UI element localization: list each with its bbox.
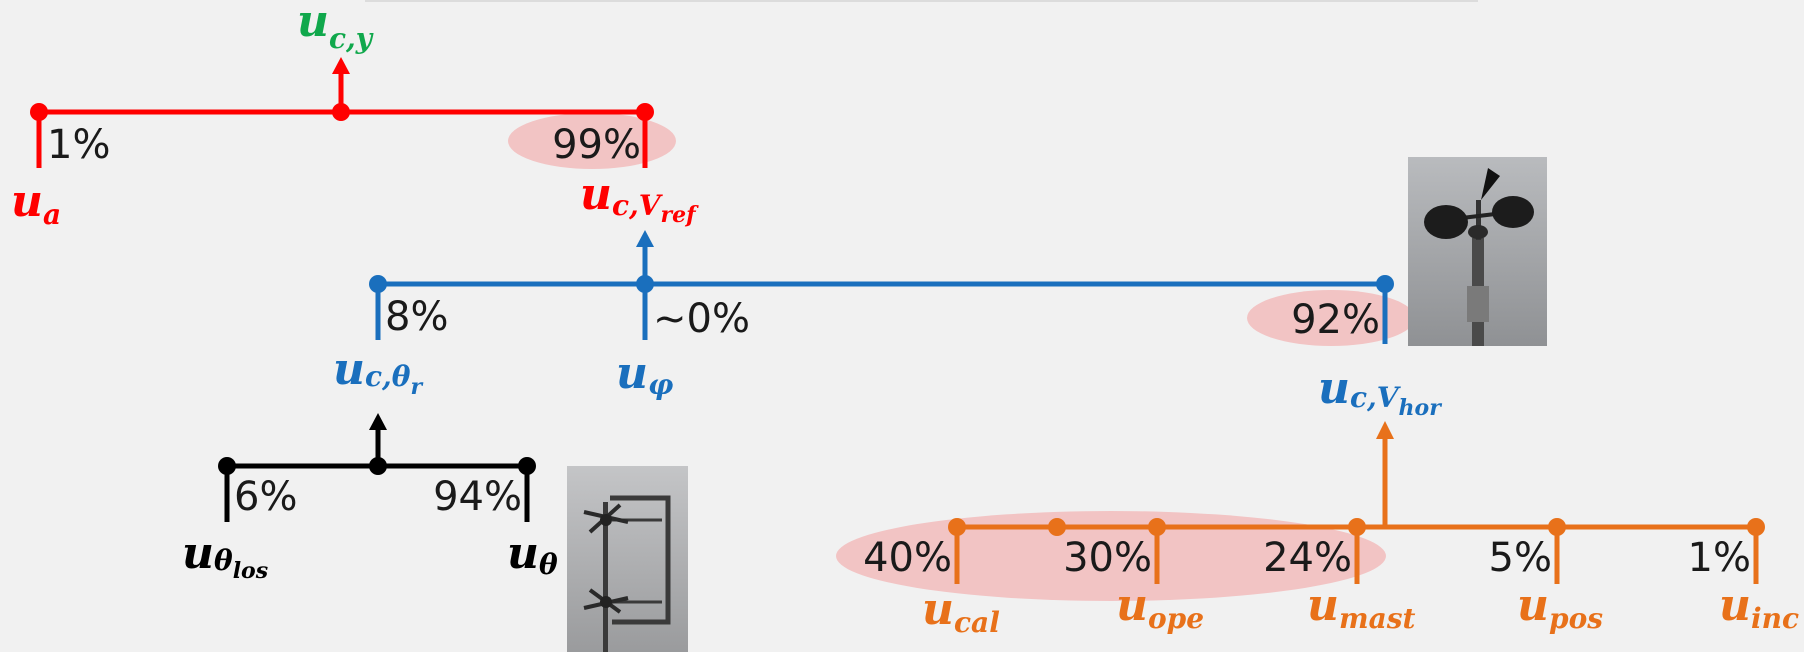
speed-percent-1: 40%: [863, 535, 952, 581]
anemometer-housing: [1467, 286, 1489, 322]
middle-node-3: [1376, 275, 1394, 293]
symbol-u-c-theta-r: uc,θr: [333, 344, 423, 400]
top-node-2: [636, 103, 654, 121]
cup-anemometer-photo: [1408, 157, 1547, 346]
symbol-u-inc: uinc: [1719, 580, 1799, 635]
direction-node-2: [518, 457, 536, 475]
speed-node-2: [1148, 518, 1166, 536]
highlight-speed-group: [836, 511, 1386, 601]
speed-arrow-head: [1376, 421, 1394, 439]
vane-mast: [603, 502, 608, 652]
middle-node-1: [369, 275, 387, 293]
highlight-top-99: [508, 113, 676, 169]
symbol-u-a: ua: [11, 176, 61, 231]
symbol-u-mast: umast: [1307, 580, 1416, 635]
top-node-1: [30, 103, 48, 121]
symbol-u-phi: uφ: [616, 348, 674, 401]
highlight-ellipses: [508, 113, 1415, 601]
top-percent-1: 1%: [47, 122, 110, 168]
middle-percent-3: 92%: [1291, 297, 1380, 343]
speed-percent-2: 30%: [1063, 535, 1152, 581]
symbol-u-c-y: uc,y: [297, 0, 374, 55]
anemometer-cup-top: [1481, 168, 1500, 200]
direction-percent-2: 94%: [433, 474, 522, 520]
direction-group: 6% 94% uθlos uθ: [182, 413, 558, 584]
middle-percent-2: ~0%: [653, 296, 750, 342]
vane-frame: [610, 495, 671, 625]
speed-percent-5: 1%: [1688, 535, 1751, 581]
direction-node-1: [218, 457, 236, 475]
symbol-u-c-v-ref: uc,Vref: [580, 169, 699, 228]
symbol-u-theta: uθ: [507, 528, 558, 581]
speed-node-5: [1747, 518, 1765, 536]
direction-arrow-head: [369, 413, 387, 430]
anemometer-cup-left: [1424, 205, 1468, 239]
anemometer-cup-right: [1492, 196, 1534, 228]
speed-percent-4: 5%: [1489, 535, 1552, 581]
top-group: 1% 99% uc,y ua uc,Vref: [11, 0, 699, 231]
vane-hub-top: [600, 514, 612, 526]
wind-vane-photo: [567, 466, 688, 652]
highlight-mid-92: [1247, 290, 1415, 346]
symbol-u-pos: upos: [1517, 580, 1603, 635]
symbol-u-ope: uope: [1116, 580, 1204, 635]
symbol-u-c-v-hor: uc,Vhor: [1318, 363, 1442, 421]
vane-hub-bottom: [600, 596, 612, 608]
speed-node-1: [948, 518, 966, 536]
middle-percent-1: 8%: [385, 294, 448, 340]
speed-group: 40% 30% 24% 5% 1% ucal uope umast upos u…: [863, 421, 1799, 639]
middle-arrow-head: [636, 230, 654, 247]
anemometer-spindle: [1476, 200, 1481, 240]
speed-node-4: [1548, 518, 1566, 536]
anemometer-hub: [1468, 225, 1488, 239]
speed-percent-3: 24%: [1263, 535, 1352, 581]
speed-node-3: [1348, 518, 1366, 536]
middle-group: 8% ~0% 92% uc,θr uφ uc,Vhor: [333, 230, 1442, 421]
direction-percent-1: 6%: [234, 474, 297, 520]
symbol-u-theta-los: uθlos: [182, 528, 268, 584]
symbol-u-cal: ucal: [922, 584, 1000, 639]
top-arrow-head: [332, 57, 350, 74]
top-percent-2: 99%: [552, 122, 641, 168]
speed-node-extra: [1048, 518, 1066, 536]
